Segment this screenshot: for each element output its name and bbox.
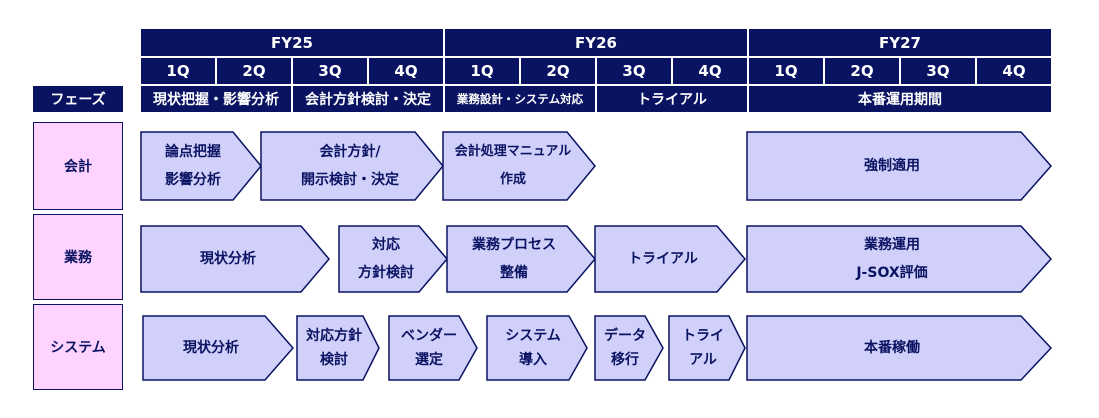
task-arrow-accounting-4	[746, 131, 1053, 201]
task-label-line1: 業務プロセス	[472, 237, 556, 253]
quarter-fy26-1q: 1Q	[445, 58, 519, 84]
task-arrow-system-5	[594, 315, 664, 381]
task-arrow-accounting-2	[260, 131, 444, 201]
task-label-line2: 作成	[499, 172, 526, 187]
task-label-system-2: 対応方針検討	[297, 316, 371, 380]
row-label-business: 業務	[33, 214, 123, 300]
year-fy26: FY26	[445, 29, 747, 56]
task-label-accounting-4: 強制適用	[747, 132, 1037, 200]
task-arrow-accounting-1	[140, 131, 262, 201]
quarter-fy27-2q: 2Q	[825, 58, 899, 84]
task-label-line2: 導入	[519, 352, 547, 368]
task-label-line1: 業務運用	[864, 237, 920, 253]
task-label-system-5: データ移行	[595, 316, 655, 380]
phase-trial: トライアル	[597, 86, 747, 112]
task-label-line2: 選定	[415, 352, 443, 368]
task-label-line2: 整備	[500, 265, 528, 281]
row-label-system: システム	[33, 304, 123, 390]
quarter-fy26-3q: 3Q	[597, 58, 671, 84]
task-label-line2: 移行	[611, 352, 639, 368]
task-label-line1: データ	[604, 328, 646, 344]
task-label-line1: トライアル	[628, 251, 698, 267]
phase-business-design: 業務設計・システム対応	[445, 86, 595, 112]
task-label-line1: 強制適用	[864, 158, 920, 174]
task-label-system-4: システム導入	[487, 316, 579, 380]
phase-production: 本番運用期間	[749, 86, 1051, 112]
quarter-fy26-4q: 4Q	[673, 58, 747, 84]
task-arrow-system-3	[388, 315, 478, 381]
task-label-system-1: 現状分析	[143, 316, 279, 380]
task-label-business-4: トライアル	[595, 226, 731, 292]
task-arrow-business-4	[594, 225, 746, 293]
quarter-fy25-2q: 2Q	[217, 58, 291, 84]
task-label-line1: 現状分析	[183, 340, 239, 356]
task-arrow-system-2	[296, 315, 380, 381]
task-label-line1: 対応	[372, 237, 400, 253]
task-arrow-system-1	[142, 315, 294, 381]
phase-header-label: フェーズ	[33, 86, 123, 112]
task-label-accounting-2: 会計方針/開示検討・決定	[270, 132, 430, 200]
row-label-accounting: 会計	[33, 122, 123, 210]
task-label-line2: J-SOX評価	[856, 265, 928, 281]
task-arrow-system-6	[668, 315, 746, 381]
task-arrow-business-5	[746, 225, 1053, 293]
quarter-fy27-4q: 4Q	[977, 58, 1051, 84]
task-label-accounting-1: 論点把握影響分析	[141, 132, 245, 200]
quarter-fy27-1q: 1Q	[749, 58, 823, 84]
year-fy27: FY27	[749, 29, 1051, 56]
quarter-fy27-3q: 3Q	[901, 58, 975, 84]
task-label-line2: 検討	[320, 352, 348, 368]
task-arrow-accounting-3	[442, 131, 596, 201]
task-label-line2: アル	[689, 352, 717, 368]
quarter-fy25-1q: 1Q	[141, 58, 215, 84]
task-label-business-3: 業務プロセス整備	[447, 226, 581, 292]
task-arrow-business-3	[446, 225, 596, 293]
task-label-line1: トライ	[682, 328, 724, 344]
task-label-system-3: ベンダー選定	[389, 316, 469, 380]
task-label-system-6: トライアル	[669, 316, 737, 380]
phase-accounting-policy: 会計方針検討・決定	[293, 86, 443, 112]
task-label-system-7: 本番稼働	[747, 316, 1037, 380]
task-label-line1: 論点把握	[165, 144, 221, 160]
task-label-accounting-3: 会計処理マニュアル作成	[443, 132, 583, 200]
task-label-line1: 対応方針	[306, 328, 362, 344]
task-arrow-system-4	[486, 315, 588, 381]
quarter-fy25-4q: 4Q	[369, 58, 443, 84]
task-label-business-2: 対応方針検討	[339, 226, 433, 292]
task-label-line1: システム	[505, 328, 561, 344]
task-arrow-business-1	[140, 225, 330, 293]
task-label-line1: 会計処理マニュアル	[454, 144, 572, 159]
task-label-business-1: 現状分析	[141, 226, 315, 292]
task-label-line2: 方針検討	[358, 265, 414, 281]
task-label-line1: ベンダー	[401, 328, 457, 344]
task-label-line1: 現状分析	[200, 251, 256, 267]
task-arrow-business-2	[338, 225, 448, 293]
task-label-business-5: 業務運用 J-SOX評価	[747, 226, 1037, 292]
task-label-line1: 本番稼働	[864, 340, 920, 356]
year-fy25: FY25	[141, 29, 443, 56]
task-label-line1: 会計方針/	[319, 144, 381, 160]
task-label-line2: 開示検討・決定	[301, 172, 399, 188]
quarter-fy26-2q: 2Q	[521, 58, 595, 84]
task-label-line2: 影響分析	[165, 172, 221, 188]
task-arrow-system-7	[746, 315, 1053, 381]
quarter-fy25-3q: 3Q	[293, 58, 367, 84]
phase-current-analysis: 現状把握・影響分析	[141, 86, 291, 112]
